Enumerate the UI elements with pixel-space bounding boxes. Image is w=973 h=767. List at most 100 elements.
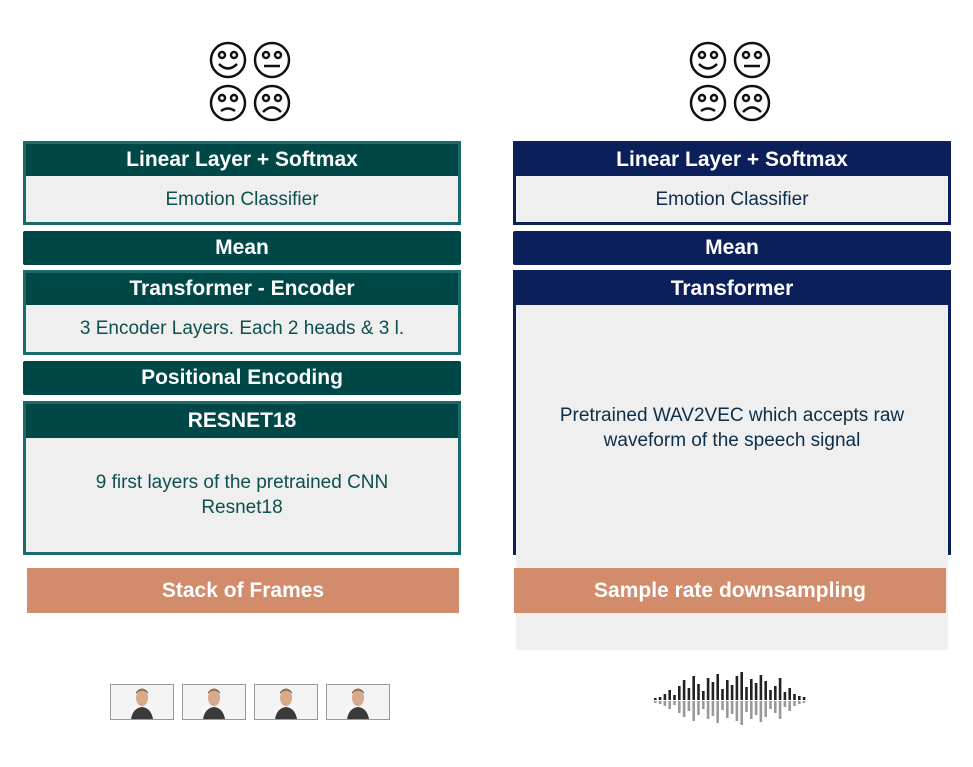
waveform-bar (687, 688, 691, 700)
waveform-bar (764, 681, 767, 700)
waveform-reflection-bar (774, 701, 777, 713)
waveform-bar (798, 696, 801, 700)
waveform-bar (702, 691, 705, 700)
waveform-reflection-bar (735, 701, 739, 721)
waveform-reflection-bar (802, 701, 806, 703)
waveform-bar (730, 685, 734, 700)
left-encoder-block: Transformer - Encoder 3 Encoder Layers. … (23, 270, 461, 355)
waveform-reflection-bar (702, 701, 705, 709)
waveform-bar (769, 690, 772, 700)
right-mean-block: Mean (513, 231, 951, 265)
waveform-bar (692, 676, 695, 700)
waveform-bar (740, 672, 743, 700)
waveform-bar (658, 697, 662, 700)
waveform-reflection-bar (750, 701, 753, 719)
waveform-bar (745, 687, 748, 700)
right-classifier-block: Linear Layer + Softmax Emotion Classifie… (513, 141, 951, 225)
waveform-bar (682, 680, 686, 700)
waveform-bar (716, 674, 719, 700)
sad-face-icon (209, 84, 247, 122)
waveform-reflection-bar (793, 701, 796, 706)
emotion-icons-right (686, 40, 776, 124)
left-classifier-block: Linear Layer + Softmax Emotion Classifie… (23, 141, 461, 225)
waveform-bar (788, 688, 791, 700)
waveform-reflection-bar (764, 701, 767, 717)
frame-thumbnail (182, 684, 246, 720)
left-classifier-header: Linear Layer + Softmax (26, 144, 458, 176)
left-classifier-body: Emotion Classifier (26, 176, 458, 222)
waveform-reflection-bar (769, 701, 772, 709)
waveform-reflection-bar (730, 701, 734, 714)
waveform-bar (783, 692, 787, 700)
waveform-bar (721, 689, 724, 700)
happy-face-icon (689, 41, 727, 79)
left-positional-encoding-block: Positional Encoding (23, 361, 461, 395)
left-resnet-body-line2: Resnet18 (201, 497, 283, 518)
neutral-face-icon (253, 41, 291, 79)
waveform-reflection-bar (778, 701, 782, 719)
waveform-bar (654, 698, 657, 700)
waveform-reflection-bar (721, 701, 724, 710)
frame-thumbnail (110, 684, 174, 720)
waveform-reflection-bar (706, 701, 710, 719)
waveform-reflection-bar (745, 701, 748, 712)
waveform-reflection-bar (663, 701, 667, 706)
waveform-bar (759, 675, 763, 700)
left-encoder-header: Transformer - Encoder (26, 273, 458, 305)
waveform-bar (735, 676, 739, 700)
right-classifier-header: Linear Layer + Softmax (516, 144, 948, 176)
waveform-reflection-bar (788, 701, 791, 711)
waveform-bar (793, 694, 796, 700)
left-resnet-body: 9 first layers of the pretrained CNN Res… (26, 438, 458, 552)
right-transformer-body-line2: waveform of the speech signal (603, 430, 861, 451)
waveform-reflection-bar (711, 701, 715, 716)
waveform-bar (778, 678, 782, 700)
right-transformer-body-line1: Pretrained WAV2VEC which accepts raw (559, 405, 905, 426)
right-classifier-body: Emotion Classifier (516, 176, 948, 222)
waveform-bar (802, 697, 806, 700)
right-transformer-header: Transformer (516, 273, 948, 305)
waveform-reflection-bar (682, 701, 686, 717)
waveform-bar (697, 684, 700, 700)
frame-thumbnail (326, 684, 390, 720)
left-resnet-header: RESNET18 (26, 404, 458, 438)
happy-face-icon (209, 41, 247, 79)
left-resnet-body-line1: 9 first layers of the pretrained CNN (95, 472, 389, 493)
right-input-label: Sample rate downsampling (514, 568, 946, 613)
waveform-bar (774, 686, 777, 700)
waveform-reflection-bar (740, 701, 743, 725)
waveform-bar (726, 680, 729, 700)
waveform-reflection-bar (716, 701, 719, 723)
waveform-reflection-bar (759, 701, 763, 722)
waveform-reflection-bar (654, 701, 657, 703)
left-input-label: Stack of Frames (27, 568, 459, 613)
waveform-bar (754, 683, 758, 700)
waveform-reflection-bar (754, 701, 758, 715)
waveform-reflection-bar (798, 701, 801, 704)
waveform-reflection-bar (668, 701, 671, 709)
waveform-reflection-bar (783, 701, 787, 707)
sad-face-icon (689, 84, 727, 122)
waveform-bar (706, 678, 710, 700)
frowning-face-icon (253, 84, 291, 122)
waveform-reflection-bar (726, 701, 729, 718)
waveform-bar (663, 694, 667, 700)
waveform-reflection-bar (692, 701, 695, 721)
waveform-reflection-bar (658, 701, 662, 704)
left-encoder-body: 3 Encoder Layers. Each 2 heads & 3 l. (26, 305, 458, 352)
waveform-bar (711, 682, 715, 700)
emotion-icons-left (206, 40, 296, 124)
waveform-bar (668, 690, 671, 700)
right-transformer-block: Transformer Pretrained WAV2VEC which acc… (513, 270, 951, 650)
waveform-icon (650, 672, 810, 734)
waveform-bar (678, 686, 681, 700)
waveform-reflection-bar (673, 701, 676, 705)
waveform-reflection-bar (687, 701, 691, 711)
waveform-reflection-bar (697, 701, 700, 715)
waveform-bar (750, 679, 753, 700)
left-resnet-block: RESNET18 9 first layers of the pretraine… (23, 401, 461, 555)
face-frames-icon (110, 684, 400, 720)
left-mean-block: Mean (23, 231, 461, 265)
waveform-bar (673, 695, 676, 700)
waveform-reflection-bar (678, 701, 681, 713)
